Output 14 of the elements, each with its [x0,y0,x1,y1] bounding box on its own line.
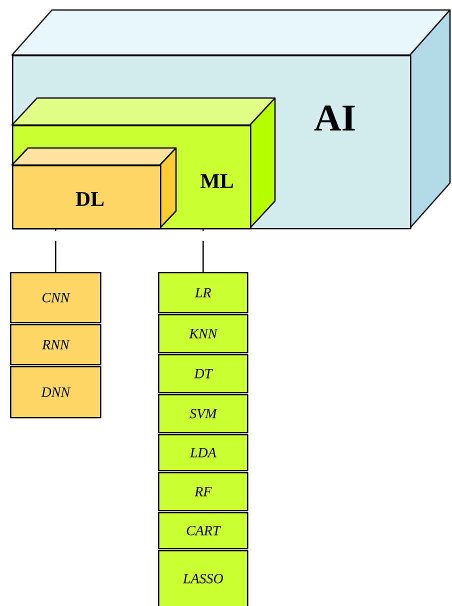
list-cell: RNN [10,324,102,366]
list-cell: LASSO [158,550,248,606]
list-cell: KNN [158,314,248,354]
list-cell: LR [158,272,248,314]
cuboid-box: DL [11,147,177,230]
connector-line [55,229,56,272]
list-cell: RF [158,472,248,512]
list-cell: LDA [158,434,248,472]
connector-line [202,229,204,272]
list-cell: SVM [158,394,248,434]
list-cell: CART [158,512,248,550]
list-cell: DNN [10,366,102,418]
list-cell: CNN [10,272,102,324]
list-cell: DT [158,354,248,394]
